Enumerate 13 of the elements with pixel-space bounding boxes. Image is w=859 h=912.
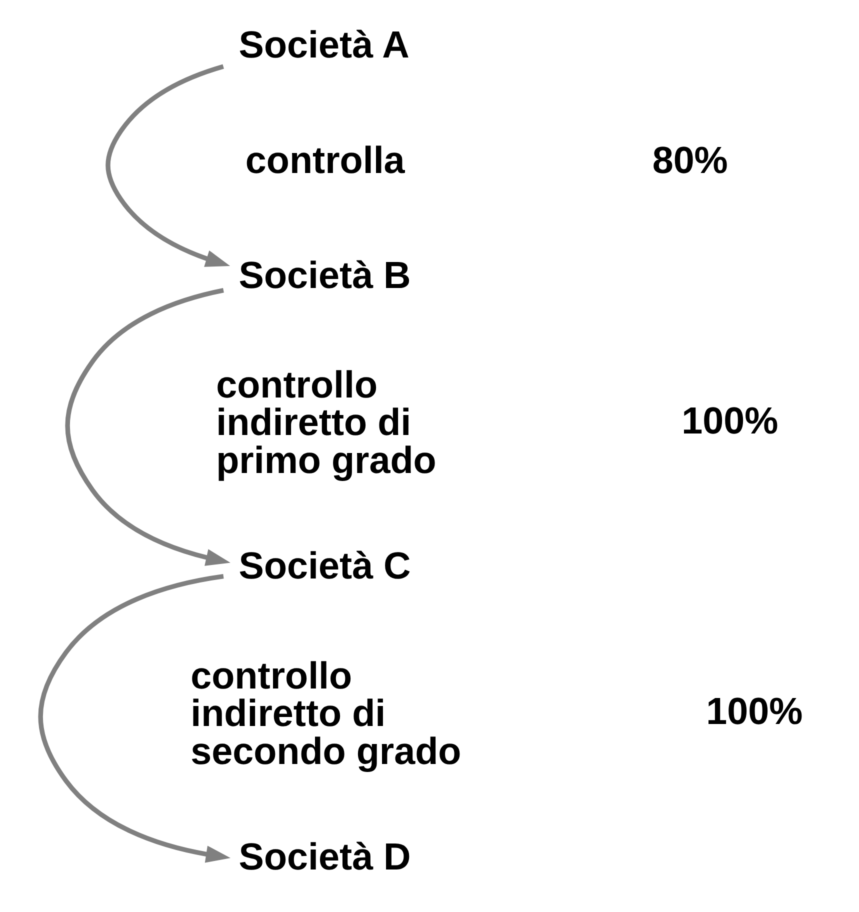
- label: controlla: [244, 140, 404, 182]
- node-text: Società B: [238, 254, 410, 297]
- label: 100%: [706, 691, 802, 734]
- node-text: Società D: [238, 836, 410, 879]
- arrow: [105, 64, 230, 267]
- arrow: [64, 288, 230, 566]
- label: controllo indiretto di primo grado: [216, 364, 436, 482]
- node-text: Società A: [238, 24, 409, 67]
- label: controllo indiretto di secondo grado: [190, 655, 461, 773]
- node-text: Società C: [238, 546, 410, 588]
- label: 100%: [681, 400, 778, 442]
- label: 80%: [652, 140, 728, 182]
- arrow: [38, 574, 230, 863]
